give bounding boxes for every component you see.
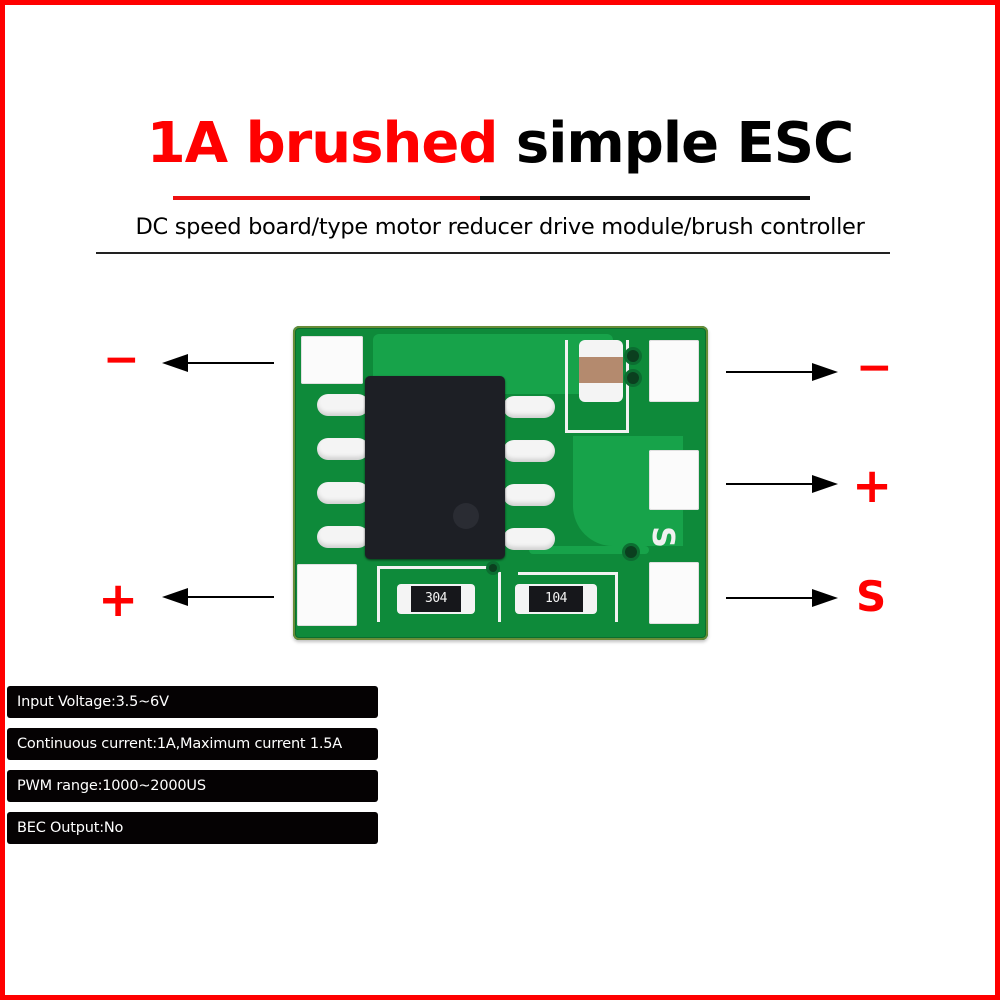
arrow-right-icon bbox=[812, 475, 838, 493]
via-hole bbox=[627, 372, 639, 384]
chip-pin bbox=[317, 394, 369, 416]
chip-pin bbox=[317, 438, 369, 460]
resistor-104: 104 bbox=[515, 584, 597, 614]
arrow-right-icon bbox=[812, 589, 838, 607]
label-right-minus: − bbox=[856, 342, 893, 393]
arrow-left-icon bbox=[162, 354, 188, 372]
subtitle-divider bbox=[96, 252, 890, 254]
arrow-right-minus bbox=[726, 363, 838, 381]
label-left-minus: − bbox=[103, 334, 140, 385]
silkscreen-line bbox=[498, 572, 501, 622]
silkscreen-line bbox=[565, 340, 568, 432]
solder-pad-right-signal bbox=[649, 562, 699, 624]
chip-pin bbox=[317, 526, 369, 548]
chip-pin bbox=[503, 396, 555, 418]
label-left-plus: + bbox=[98, 572, 139, 628]
smd-capacitor bbox=[579, 340, 623, 402]
esc-pcb-board: 304 104 S bbox=[293, 326, 708, 640]
silkscreen-s-label: S bbox=[644, 526, 680, 548]
solder-pad-right-minus bbox=[649, 340, 699, 402]
silkscreen-line bbox=[565, 430, 629, 433]
arrow-right-icon bbox=[812, 363, 838, 381]
solder-pad-right-plus bbox=[649, 450, 699, 510]
title-black-part: simple ESC bbox=[515, 111, 854, 176]
chip-pin bbox=[317, 482, 369, 504]
label-right-signal: S bbox=[856, 572, 887, 621]
via-hole bbox=[627, 350, 639, 362]
spec-pwm-range: PWM range:1000~2000US bbox=[7, 770, 378, 802]
arrow-right-signal bbox=[726, 589, 838, 607]
title-underline-black bbox=[480, 196, 810, 200]
ic-chip-sop8 bbox=[365, 376, 505, 559]
solder-pad-left-minus bbox=[301, 336, 363, 384]
arrow-left-icon bbox=[162, 588, 188, 606]
page-title: 1A brushed simple ESC bbox=[0, 104, 1000, 184]
label-right-plus: + bbox=[852, 458, 893, 514]
title-underline-red bbox=[173, 196, 480, 200]
subtitle: DC speed board/type motor reducer drive … bbox=[135, 214, 865, 240]
silkscreen-line bbox=[377, 566, 380, 622]
copper-trace bbox=[529, 546, 649, 554]
via-hole bbox=[489, 564, 497, 572]
spec-input-voltage: Input Voltage:3.5~6V bbox=[7, 686, 378, 718]
title-red-part: 1A brushed bbox=[146, 111, 499, 176]
resistor-304: 304 bbox=[397, 584, 475, 614]
spec-current: Continuous current:1A,Maximum current 1.… bbox=[7, 728, 378, 760]
arrow-left-minus bbox=[162, 354, 274, 372]
chip-pin bbox=[503, 528, 555, 550]
chip-pin bbox=[503, 484, 555, 506]
chip-pin bbox=[503, 440, 555, 462]
solder-pad-left-plus bbox=[297, 564, 357, 626]
spec-bec-output: BEC Output:No bbox=[7, 812, 378, 844]
via-hole bbox=[625, 546, 637, 558]
silkscreen-line bbox=[518, 572, 618, 575]
silkscreen-line bbox=[626, 340, 629, 432]
chip-pin1-marker bbox=[453, 503, 479, 529]
silkscreen-line bbox=[377, 566, 497, 569]
arrow-left-plus bbox=[162, 588, 274, 606]
silkscreen-line bbox=[615, 572, 618, 622]
arrow-right-plus bbox=[726, 475, 838, 493]
